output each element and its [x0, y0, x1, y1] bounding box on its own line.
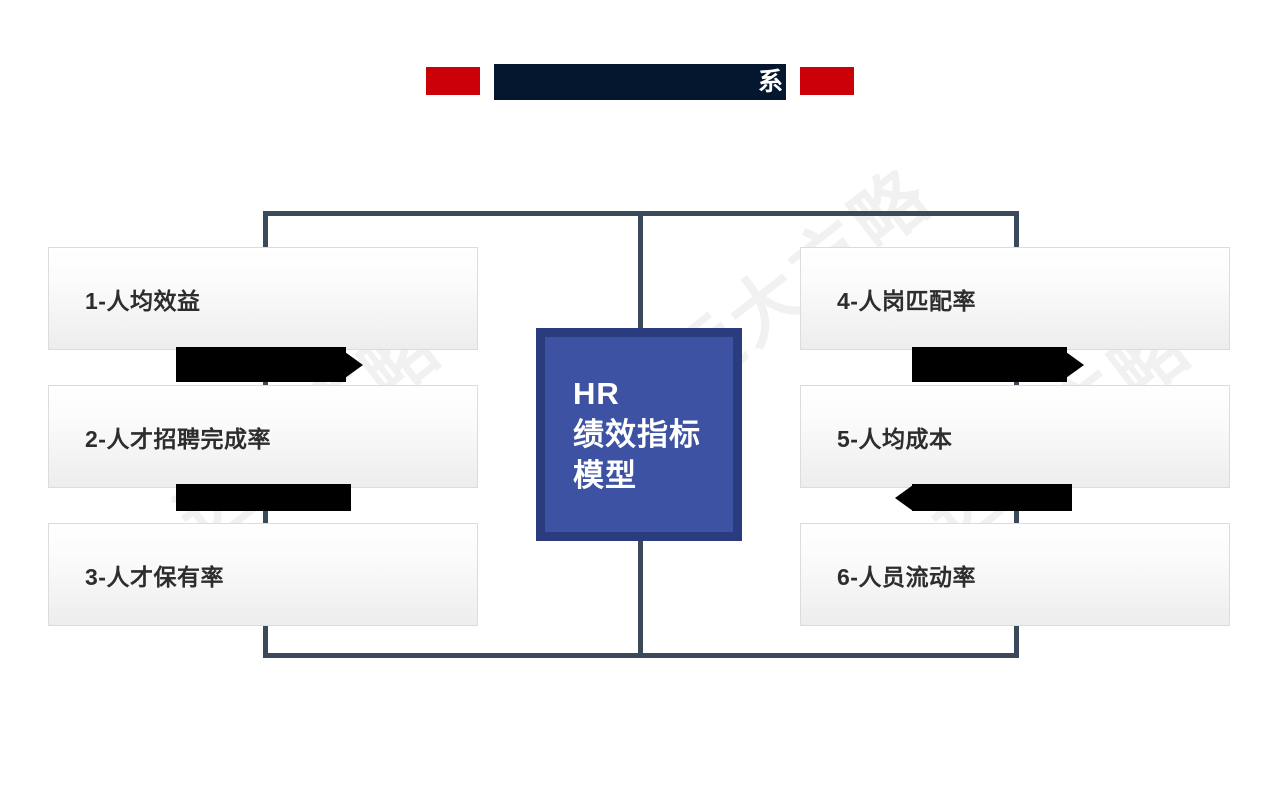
title-accent-right-icon — [800, 67, 854, 95]
indicator-box-1-label: 1-人均效益 — [85, 287, 201, 314]
center-node-line-1: HR — [573, 375, 620, 411]
title-redacted-prefix: ███████████ — [552, 68, 758, 96]
connector-center-bottom-stem — [638, 540, 643, 658]
indicator-box-1[interactable]: 1-人均效益 — [48, 247, 478, 350]
indicator-box-4-label: 4-人岗匹配率 — [837, 287, 976, 314]
indicator-box-6[interactable]: 6-人员流动率 — [800, 523, 1230, 626]
redaction-left-upper — [176, 347, 346, 382]
connector-center-top-stem — [638, 211, 643, 331]
redaction-right-lower — [912, 484, 1072, 511]
slide-title-redacted: ███████████系 — [494, 64, 786, 100]
indicator-box-6-label: 6-人员流动率 — [837, 563, 976, 590]
indicator-box-3-label: 3-人才保有率 — [85, 563, 224, 590]
center-node-hr-model[interactable]: HR 绩效指标 模型 — [536, 328, 742, 541]
center-node-line-3: 模型 — [573, 458, 637, 494]
indicator-box-5[interactable]: 5-人均成本 — [800, 385, 1230, 488]
title-accent-left-icon — [426, 67, 480, 95]
redaction-right-upper — [912, 347, 1067, 382]
center-node-line-2: 绩效指标 — [573, 416, 701, 452]
title-visible-text: 系 — [757, 68, 784, 96]
indicator-box-3[interactable]: 3-人才保有率 — [48, 523, 478, 626]
indicator-box-4[interactable]: 4-人岗匹配率 — [800, 247, 1230, 350]
indicator-box-2-label: 2-人才招聘完成率 — [85, 425, 271, 452]
slide-title-band: ███████████系 — [0, 64, 1280, 102]
indicator-box-5-label: 5-人均成本 — [837, 425, 953, 452]
redaction-left-lower — [176, 484, 351, 511]
indicator-box-2[interactable]: 2-人才招聘完成率 — [48, 385, 478, 488]
